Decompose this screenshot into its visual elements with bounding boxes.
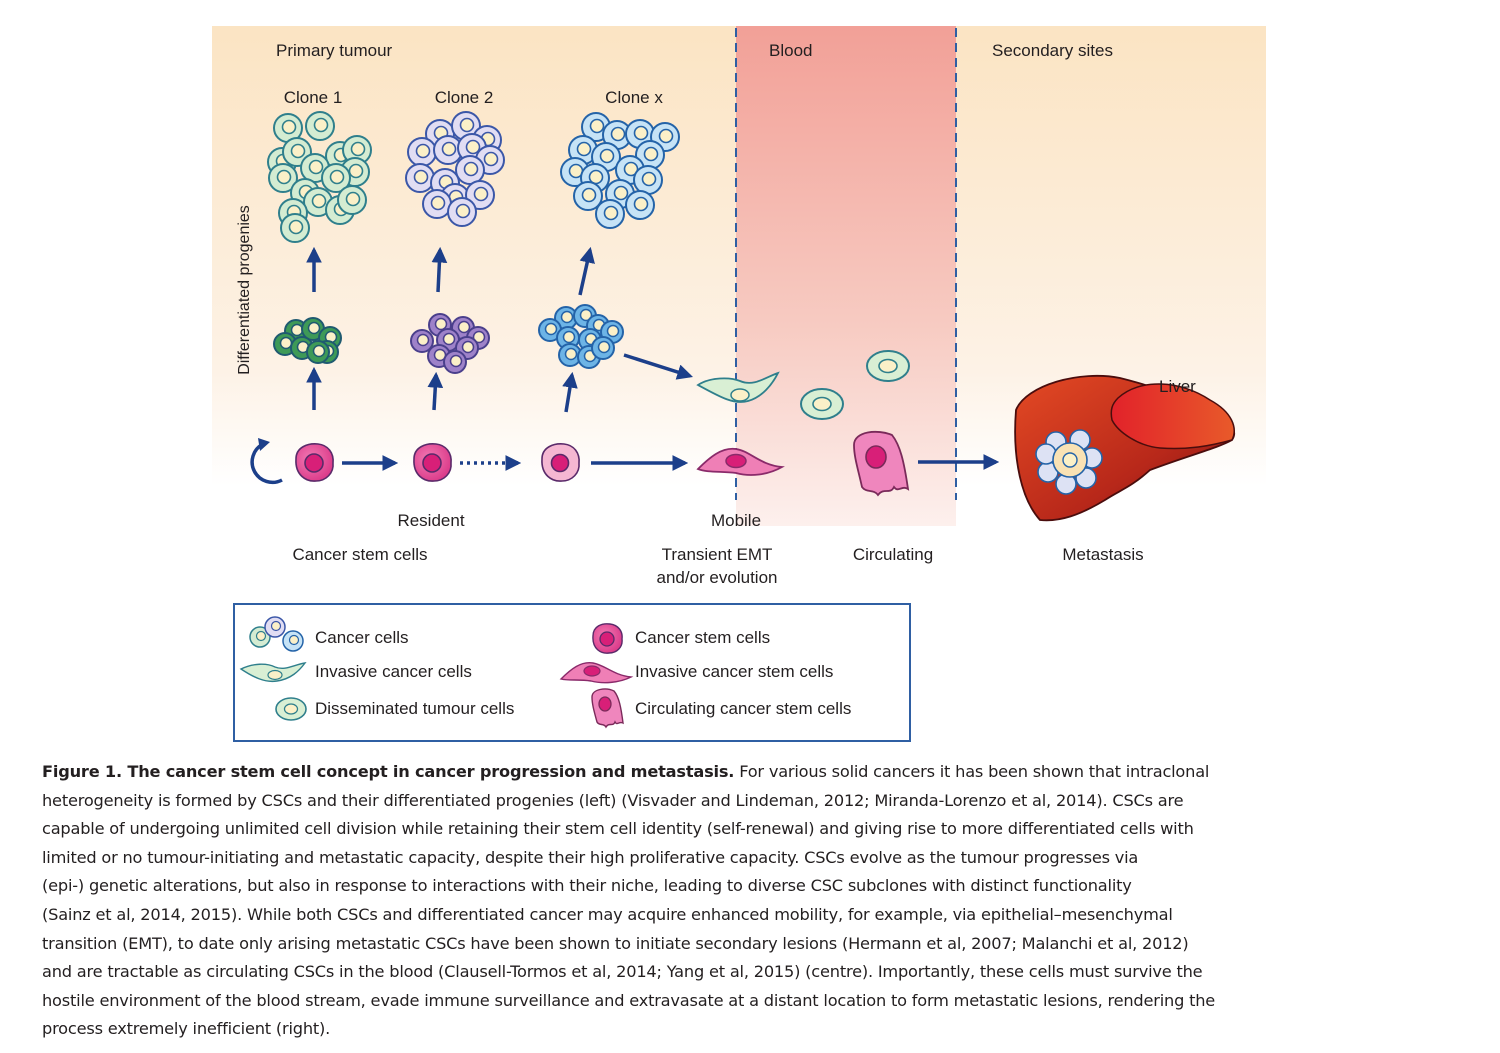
disseminated-tumour-cells-icon: [275, 697, 307, 721]
stem-cell-clone-1: [295, 443, 334, 482]
caption-line: and are tractable as circulating CSCs in…: [42, 962, 1203, 982]
metastatic-lesion: [1035, 429, 1103, 495]
zone-label-primary-tumour: Primary tumour: [276, 41, 393, 60]
circulating-label: Circulating: [852, 545, 934, 564]
liver-illustration: [1014, 374, 1235, 522]
caption-line: heterogeneity is formed by CSCs and thei…: [42, 790, 1184, 810]
evolution-label: and/or evolution: [656, 568, 778, 587]
invasive-cancer-stem-cell: [696, 447, 785, 476]
resident-label: Resident: [397, 511, 465, 530]
primary-tumour-zone: [212, 26, 736, 486]
figure-1: Primary tumour Blood Secondary sites Clo…: [212, 26, 1266, 742]
stem-cell-clone-x: [541, 443, 580, 482]
figure-caption: Figure 1. The cancer stem cell concept i…: [42, 758, 1437, 1044]
caption-line: process extremely inefficient (right).: [42, 1019, 331, 1039]
figure-illustration: [212, 26, 1266, 526]
arrow-up-clone-x-top: [578, 246, 595, 296]
transient-emt-label: Transient EMT: [661, 545, 773, 564]
arrow-to-invasive-cell: [623, 353, 694, 380]
metastasis-label: Metastasis: [1062, 545, 1144, 564]
self-renewal-arrow: [250, 442, 283, 485]
circulating-cancer-stem-cells-icon: [591, 688, 624, 729]
circulating-cancer-stem-cell: [853, 430, 910, 497]
differentiation-arrows: [250, 246, 1000, 485]
zone-label-secondary-sites: Secondary sites: [992, 41, 1113, 60]
blood-zone: [736, 26, 956, 526]
arrow-up-clone-2-bottom: [427, 371, 444, 411]
disseminated-tumour-cell: [800, 388, 844, 420]
differentiated-progenies-label: Differentiated progenies: [236, 205, 253, 375]
invasive-cancer-cells-icon: [239, 662, 307, 683]
legend-label-cancer-stem-cells: Cancer stem cells: [635, 628, 771, 647]
arrow-up-clone-2-top: [431, 246, 448, 293]
legend-label-invasive-cancer-cells: Invasive cancer cells: [315, 662, 472, 681]
clone-label: Clone 2: [434, 88, 494, 107]
caption-line: limited or no tumour-initiating and meta…: [42, 847, 1139, 867]
invasive-cancer-stem-cells-icon: [559, 662, 634, 684]
stem-cell-clone-2: [413, 443, 452, 482]
legend-label-circulating-cancer-stem-cells: Circulating cancer stem cells: [635, 699, 852, 718]
legend-label-cancer-cells: Cancer cells: [315, 628, 409, 647]
legend-icons: [239, 616, 634, 729]
caption-text: For various solid cancers it has been sh…: [734, 762, 1210, 781]
disseminated-tumour-cell: [866, 350, 910, 382]
liver-label: Liver: [1159, 377, 1196, 396]
caption-line: capable of undergoing unlimited cell div…: [42, 819, 1194, 839]
caption-title: Figure 1. The cancer stem cell concept i…: [42, 762, 735, 781]
caption-line: (epi-) genetic alterations, but also in …: [42, 876, 1132, 896]
clone-label: Clone x: [605, 88, 663, 107]
clone-label: Clone 1: [283, 88, 343, 107]
legend-label-invasive-cancer-stem-cells: Invasive cancer stem cells: [635, 662, 834, 681]
legend: Cancer cells Invasive cancer cells Disse…: [233, 603, 911, 742]
caption-line: (Sainz et al, 2014, 2015). While both CS…: [42, 904, 1173, 924]
caption-line: hostile environment of the blood stream,…: [42, 990, 1216, 1010]
zone-label-blood: Blood: [769, 41, 813, 60]
cancer-stem-cells-label: Cancer stem cells: [292, 545, 428, 564]
mobile-label: Mobile: [710, 511, 762, 530]
arrow-up-clone-x-bottom: [562, 371, 578, 413]
cancer-cells-icon: [249, 616, 304, 652]
legend-label-disseminated-tumour-cells: Disseminated tumour cells: [315, 699, 515, 718]
cancer-stem-cells-icon: [592, 623, 623, 654]
caption-line: transition (EMT), to date only arising m…: [42, 933, 1189, 953]
caption-line: Figure 1. The cancer stem cell concept i…: [42, 758, 1437, 787]
invasive-cancer-cell: [696, 371, 780, 403]
